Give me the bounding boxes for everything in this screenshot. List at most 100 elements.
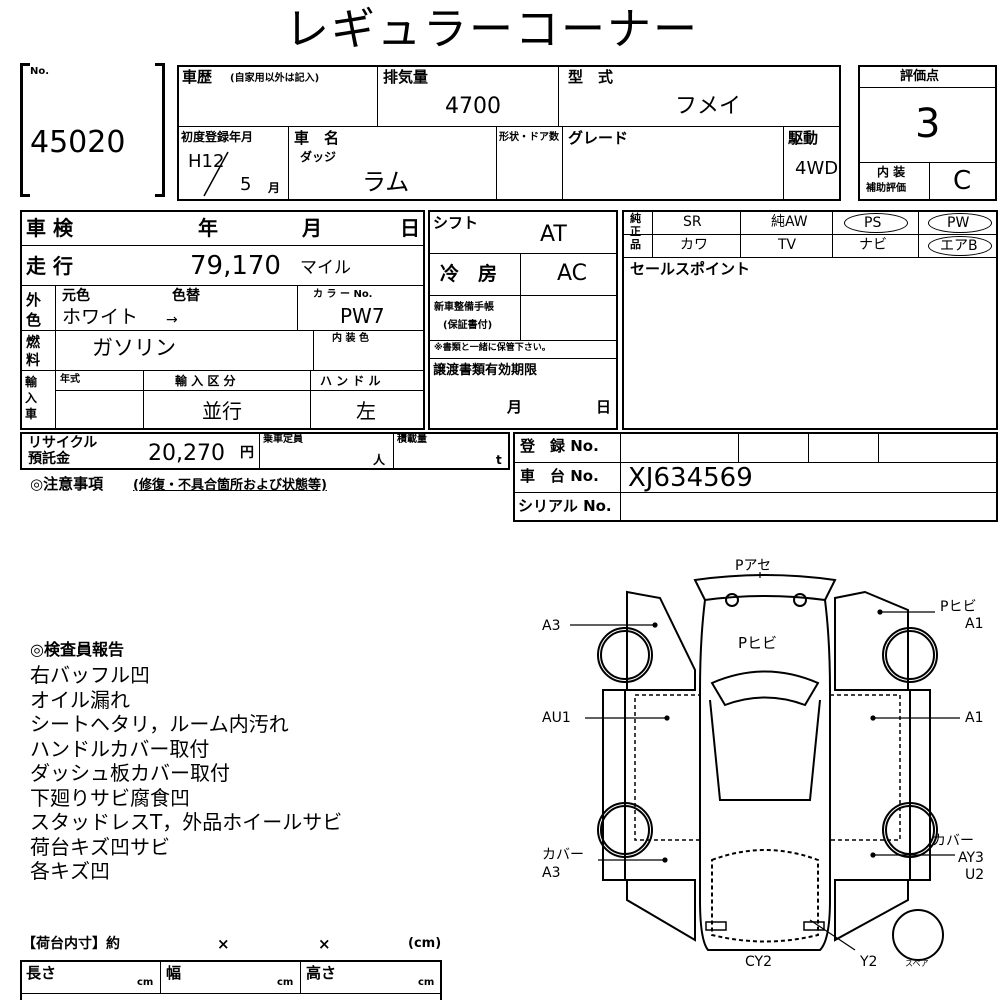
- inspector-lines: 右バッフル凹 オイル漏れ シートヘタリ，ルーム内汚れ ハンドルカバー取付 ダッシ…: [30, 663, 342, 884]
- equip-leather: カワ: [680, 237, 708, 253]
- color-arrow: →: [166, 312, 178, 328]
- inspection-day: 日: [400, 216, 420, 240]
- diagram-bottom-y2: Y2: [860, 954, 878, 970]
- aircon-label: 冷 房: [440, 263, 498, 285]
- shift-label: シフト: [433, 214, 479, 232]
- score-value: 3: [915, 101, 941, 147]
- lot-bracket-left: [20, 63, 30, 197]
- inspector-line: シートヘタリ，ルーム内汚れ: [30, 712, 289, 736]
- caution-label: ◎注意事項: [30, 475, 104, 493]
- cargo-title: 【荷台内寸】約: [22, 936, 120, 952]
- registration-box: [513, 432, 998, 522]
- import-category: 並行: [202, 399, 242, 423]
- diagram-roof-label: Pヒビ: [738, 634, 778, 652]
- diagram-top-label: Pアセ: [735, 558, 772, 574]
- shift-value: AT: [540, 222, 567, 247]
- transfer-docs-label: 譲渡書類有効期限: [433, 363, 538, 378]
- diagram-front-bumper: [693, 574, 837, 602]
- chassis-value: XJ634569: [628, 463, 753, 493]
- transfer-docs-day: 日: [596, 398, 612, 416]
- sales-point-label: セールスポイント: [630, 260, 751, 278]
- interior-label-2: 補助評価: [866, 183, 906, 194]
- diagram-left-au1: AU1: [542, 710, 571, 726]
- diagram-left-rear: [626, 879, 696, 942]
- recycle-value: 20,270: [148, 441, 225, 466]
- inspector-line: 右バッフル凹: [30, 663, 150, 687]
- history-label: 車歴: [182, 68, 213, 86]
- interior-label-1: 内 装: [877, 165, 906, 179]
- registration-label: 登 録 No.: [520, 437, 599, 455]
- transfer-docs-month: 月: [507, 398, 523, 416]
- shape-label: 形状・ドア数: [499, 132, 559, 143]
- color-change-label: 色替: [172, 288, 200, 304]
- equipment-box: [622, 210, 998, 430]
- import-handle: 左: [356, 399, 376, 423]
- inspector-line: 下廻りサビ腐食凹: [30, 785, 190, 810]
- cargo-length-unit: cm: [137, 977, 154, 988]
- score-label: 評価点: [900, 69, 940, 84]
- caution-note: (修復・不具合箇所および状態等): [133, 478, 327, 493]
- import-year-label: 年式: [60, 374, 80, 385]
- score-box: [858, 65, 997, 201]
- manual-label-2: (保証書付): [443, 320, 493, 331]
- diagram-left-fender: [626, 590, 696, 691]
- color-code-label: カ ラ ー No.: [313, 289, 373, 300]
- model-type-label: 型 式: [568, 68, 614, 86]
- fuel-value: ガソリン: [92, 336, 176, 360]
- equip-airbag: エアB: [940, 238, 978, 254]
- cargo-unit: (cm): [408, 936, 442, 951]
- import-label: 輸入車: [25, 375, 38, 421]
- mileage-label: 走 行: [26, 254, 73, 278]
- capacity-unit: 人: [373, 453, 386, 467]
- equip-pw: PW: [947, 215, 970, 231]
- recycle-box: [20, 432, 510, 470]
- diagram-right-side: [909, 689, 931, 881]
- inspector-title: ◎検査員報告: [30, 640, 124, 659]
- equip-ps: PS: [864, 215, 882, 231]
- color-code: PW7: [340, 304, 385, 328]
- diagram-left-a3-bottom: A3: [542, 865, 561, 881]
- first-reg-month-unit: 月: [268, 181, 281, 195]
- diagram-right-a1-mid: A1: [965, 710, 984, 726]
- displacement-label: 排気量: [383, 68, 429, 86]
- history-note: (自家用以外は記入): [230, 73, 320, 84]
- equip-ps-circle: [844, 213, 908, 233]
- manual-note: ※書類と一緒に保管下さい。: [434, 343, 551, 353]
- inspector-line: オイル漏れ: [30, 687, 130, 712]
- first-reg-slash: [203, 151, 229, 197]
- lot-number: 45020: [30, 125, 126, 160]
- model-type-value: フメイ: [675, 94, 742, 119]
- diagram-bottom-cy2: CY2: [745, 954, 772, 970]
- spec-box-center: [428, 210, 618, 430]
- diagram-spare-label: スペア: [905, 959, 929, 968]
- equip-aw: 純AW: [771, 214, 808, 230]
- interior-color-label: 内 装 色: [332, 333, 369, 344]
- import-handle-label: ハ ン ド ル: [320, 374, 381, 388]
- cargo-height-unit: cm: [418, 977, 435, 988]
- diagram-body-outline: [699, 599, 831, 951]
- car-name-label: 車 名: [294, 129, 340, 147]
- grade-label: グレード: [568, 129, 629, 147]
- diagram-windshield: [710, 670, 820, 707]
- manual-label-1: 新車整備手帳: [434, 302, 494, 313]
- cargo-width-unit: cm: [277, 977, 294, 988]
- load-unit: t: [496, 453, 502, 467]
- diagram-right-ay3: AY3: [958, 850, 984, 866]
- inspector-line: ハンドルカバー取付: [30, 736, 210, 761]
- color-original-label: 元色: [62, 288, 90, 304]
- inspector-line: ダッシュ板カバー取付: [30, 761, 230, 785]
- inspection-month: 月: [302, 216, 322, 240]
- first-reg-month: 5: [240, 174, 252, 195]
- top-info-box: [177, 65, 841, 201]
- recycle-label-1: リサイクル: [28, 435, 98, 451]
- aircon-value: AC: [557, 261, 588, 286]
- diagram-left-cover: カバー: [542, 847, 584, 863]
- drive-label: 駆動: [788, 129, 819, 147]
- inspection-year: 年: [198, 216, 218, 240]
- document-title: レギュラーコーナー: [285, 4, 699, 55]
- inspector-line: 各キズ凹: [30, 859, 110, 883]
- first-reg-label: 初度登録年月: [181, 130, 254, 144]
- equip-airbag-circle: [928, 236, 992, 256]
- mileage-unit: マイル: [300, 258, 351, 278]
- lot-bracket-right: [155, 63, 165, 197]
